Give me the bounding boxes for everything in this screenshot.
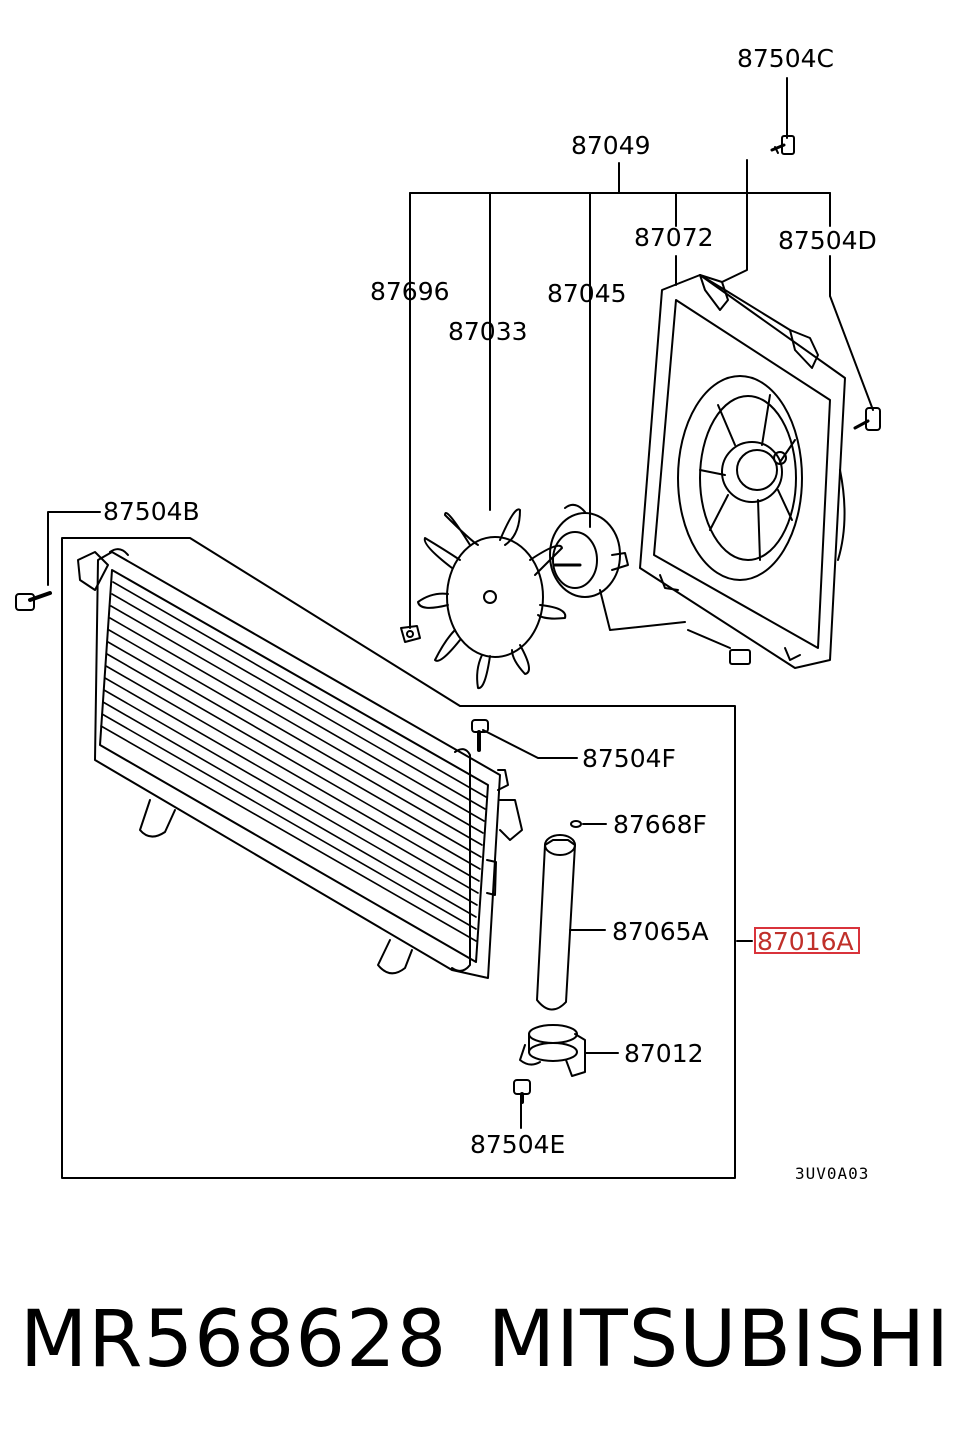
label-87668F: 87668F [613, 810, 707, 839]
label-87504D: 87504D [778, 226, 877, 255]
fan-motor [549, 503, 751, 665]
nut-87696 [400, 625, 421, 643]
label-87012: 87012 [624, 1039, 704, 1068]
label-87065A: 87065A [612, 917, 709, 946]
highlight-box [754, 927, 860, 954]
label-87696: 87696 [370, 277, 450, 306]
condenser [77, 548, 523, 979]
assembly-outline [61, 537, 736, 1179]
label-87033: 87033 [448, 317, 528, 346]
screw-87504D [853, 407, 881, 431]
caption: MR568628 MITSUBISHI [20, 1290, 950, 1390]
fan-shroud [639, 274, 846, 669]
label-87504B: 87504B [103, 497, 200, 526]
screw-87504C [770, 135, 795, 155]
diagram-code: 3UV0A03 [795, 1164, 869, 1183]
label-87016A[interactable]: 87016A [757, 927, 854, 956]
label-87072: 87072 [634, 223, 714, 252]
fan-blade [417, 508, 567, 690]
label-87504C: 87504C [737, 44, 834, 73]
label-87504E: 87504E [470, 1130, 565, 1159]
leader-lines [47, 77, 874, 1129]
bolt-87504B [15, 591, 52, 611]
brand-name: MITSUBISHI [487, 1295, 950, 1385]
label-87049: 87049 [571, 131, 651, 160]
bolt-87504F [471, 719, 489, 752]
o-ring-87668F [570, 820, 582, 828]
label-87504F: 87504F [582, 744, 676, 773]
receiver-drier [536, 834, 576, 1011]
part-number: MR568628 [20, 1295, 448, 1385]
bolt-87504E [513, 1079, 531, 1104]
drier-bracket [519, 1024, 586, 1077]
label-87045: 87045 [547, 279, 627, 308]
